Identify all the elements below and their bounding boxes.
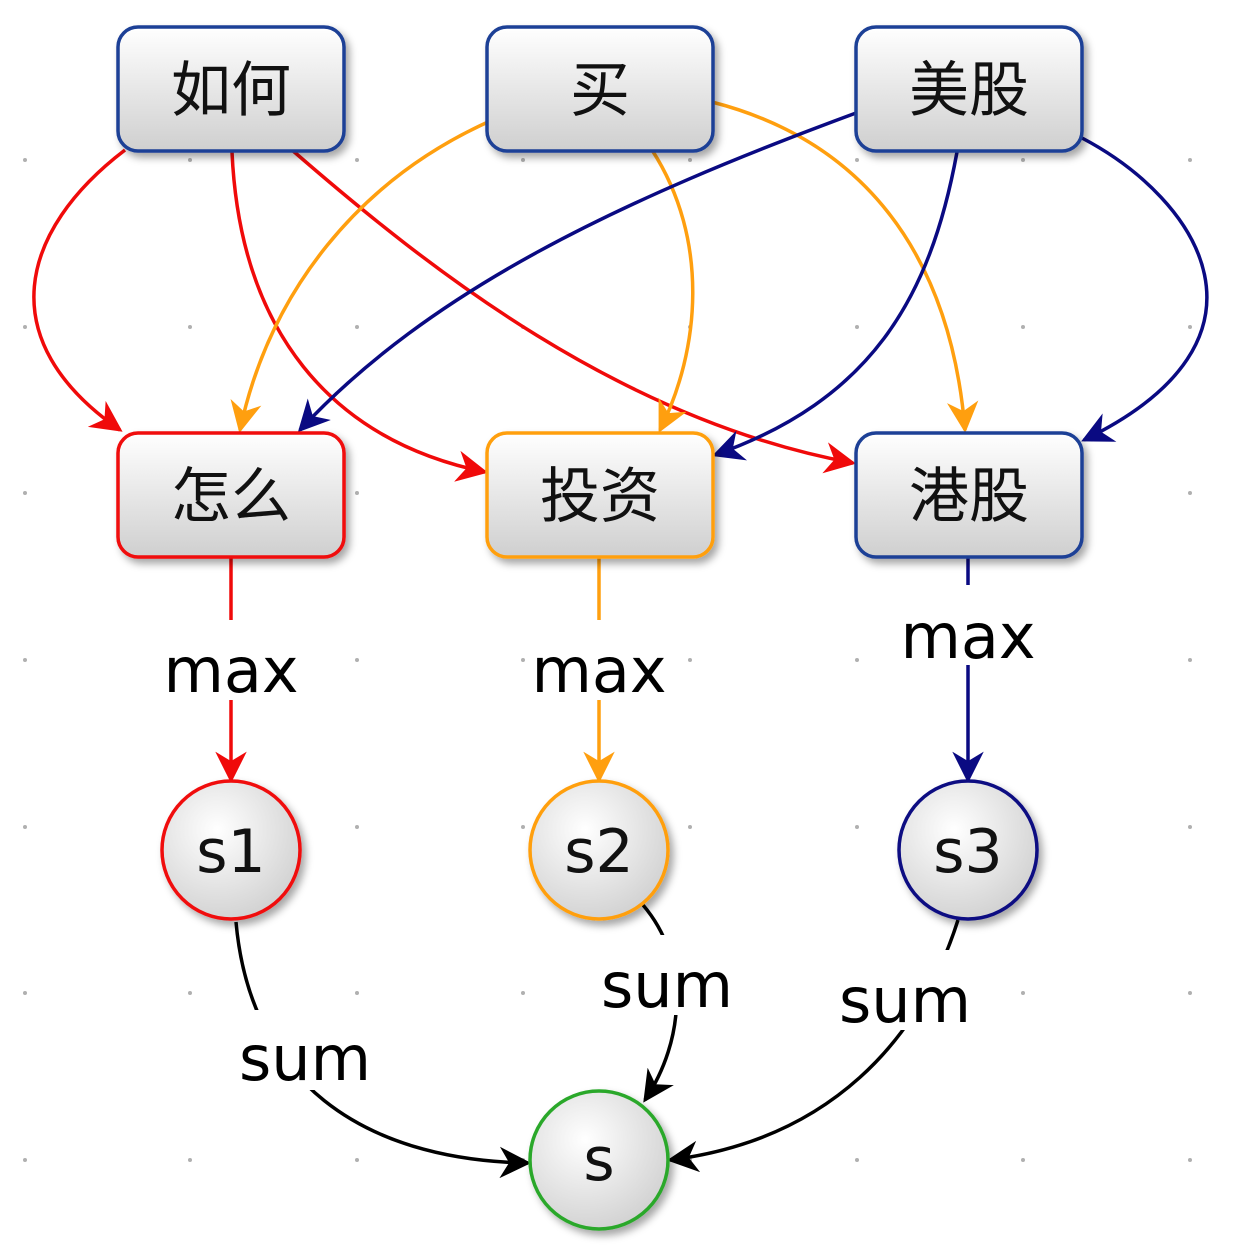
grid-dot bbox=[688, 158, 692, 162]
node-s2-text: s2 bbox=[564, 817, 633, 887]
grid-dot bbox=[1021, 1158, 1025, 1162]
grid-dot bbox=[23, 325, 27, 329]
grid-dot bbox=[1188, 1158, 1192, 1162]
grid-dot bbox=[855, 1158, 859, 1162]
label-max-ganggu: max bbox=[900, 600, 1035, 673]
grid-dot bbox=[1188, 491, 1192, 495]
grid-dot bbox=[855, 158, 859, 162]
grid-dot bbox=[355, 991, 359, 995]
grid-dot bbox=[1188, 325, 1192, 329]
node-mai-text: 买 bbox=[570, 56, 630, 126]
grid-dot bbox=[188, 325, 192, 329]
edge-ruhe-touzi bbox=[230, 151, 489, 482]
grid-dot bbox=[355, 1158, 359, 1162]
node-zenme-text: 怎么 bbox=[171, 462, 291, 532]
grid-dot bbox=[855, 325, 859, 329]
node-ganggu: 港股 bbox=[854, 431, 1084, 559]
grid-dot bbox=[23, 991, 27, 995]
edge-mai-ganggu bbox=[711, 100, 979, 434]
node-s3: s3 bbox=[897, 779, 1039, 921]
label-max-touzi: max bbox=[531, 634, 666, 707]
edge-ruhe-ganggu bbox=[290, 148, 857, 474]
node-ganggu-text: 港股 bbox=[909, 462, 1029, 532]
node-s-text: s bbox=[583, 1125, 614, 1195]
node-touzi-text: 投资 bbox=[540, 462, 660, 532]
grid-dot bbox=[855, 825, 859, 829]
grid-dot bbox=[188, 991, 192, 995]
grid-dot bbox=[1188, 658, 1192, 662]
node-s1: s1 bbox=[160, 779, 302, 921]
node-s: s bbox=[528, 1089, 670, 1231]
grid-dot bbox=[23, 658, 27, 662]
edge-s1-s bbox=[234, 921, 532, 1179]
grid-dot bbox=[355, 825, 359, 829]
edge-meigu-ganggu bbox=[1081, 136, 1209, 442]
grid-dot bbox=[355, 491, 359, 495]
label-sum-s1: sum bbox=[239, 1022, 371, 1095]
edge-labels: max max max sum sum sum bbox=[163, 600, 1035, 1095]
node-s2: s2 bbox=[528, 779, 670, 921]
grid-dot bbox=[23, 491, 27, 495]
edge-mai-zenme bbox=[230, 120, 489, 434]
node-s3-text: s3 bbox=[933, 817, 1002, 887]
node-mai: 买 bbox=[485, 25, 715, 153]
grid-dot bbox=[521, 991, 525, 995]
grid-dot bbox=[1021, 325, 1025, 329]
grid-dot bbox=[855, 658, 859, 662]
grid-dot bbox=[355, 325, 359, 329]
label-sum-s2: sum bbox=[601, 949, 733, 1022]
node-s1-text: s1 bbox=[196, 817, 265, 887]
node-touzi: 投资 bbox=[485, 431, 715, 559]
label-sum-s3: sum bbox=[839, 964, 971, 1037]
grid-dot bbox=[521, 158, 525, 162]
grid-dot bbox=[1021, 158, 1025, 162]
label-masks bbox=[160, 585, 1037, 1090]
grid-dot bbox=[1188, 825, 1192, 829]
grid-dot bbox=[23, 1158, 27, 1162]
node-zenme: 怎么 bbox=[116, 431, 346, 559]
node-ruhe: 如何 bbox=[116, 25, 346, 153]
label-max-zenme: max bbox=[163, 634, 298, 707]
edges-top bbox=[32, 100, 1209, 482]
node-ruhe-text: 如何 bbox=[171, 56, 291, 126]
grid-dot bbox=[355, 158, 359, 162]
grid-dot bbox=[521, 658, 525, 662]
node-meigu-text: 美股 bbox=[909, 56, 1029, 126]
grid-dot bbox=[521, 825, 525, 829]
grid-dot bbox=[1188, 158, 1192, 162]
grid-dot bbox=[23, 825, 27, 829]
grid-dot bbox=[688, 825, 692, 829]
edge-ruhe-zenme bbox=[32, 148, 127, 432]
edge-meigu-touzi bbox=[712, 151, 959, 461]
node-meigu: 美股 bbox=[854, 25, 1084, 153]
grid-dot bbox=[1188, 991, 1192, 995]
grid-dot bbox=[1021, 991, 1025, 995]
edge-meigu-zenme bbox=[297, 111, 857, 433]
grid-dot bbox=[688, 658, 692, 662]
grid-dot bbox=[188, 158, 192, 162]
grid-dot bbox=[23, 158, 27, 162]
grid-dot bbox=[188, 1158, 192, 1162]
grid-dot bbox=[355, 658, 359, 662]
